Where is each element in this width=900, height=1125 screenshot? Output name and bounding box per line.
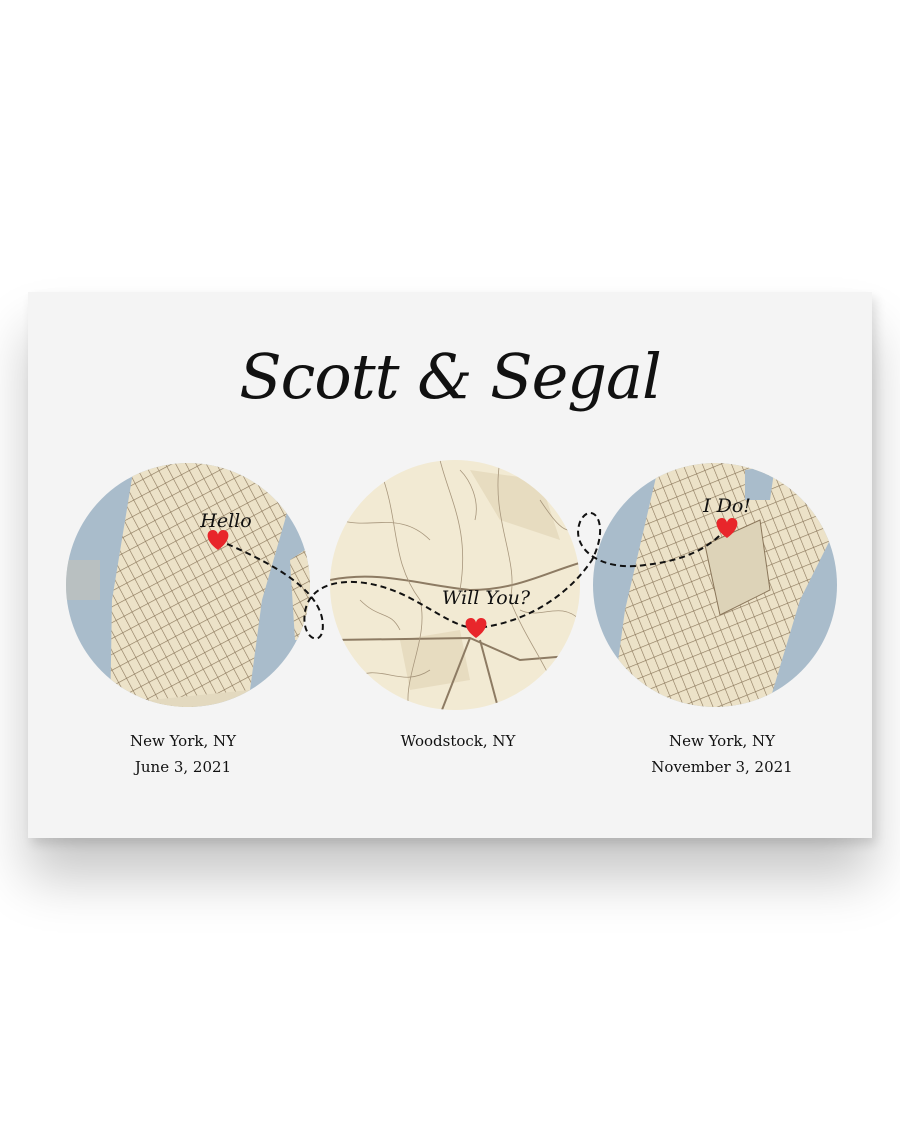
caption-i-do: I Do!: [702, 495, 751, 517]
date: November 3, 2021: [651, 758, 793, 776]
heart-icon: [465, 618, 487, 638]
caption-will-you: Will You?: [442, 587, 531, 609]
heart-icon: [716, 518, 738, 538]
location-label-3: New York, NY November 3, 2021: [612, 728, 832, 780]
location-label-2: Woodstock, NY: [348, 728, 568, 754]
location-label-1: New York, NY June 3, 2021: [73, 728, 293, 780]
caption-hello: Hello: [199, 510, 251, 532]
date: June 3, 2021: [134, 758, 232, 776]
map-woodstock: [330, 460, 580, 710]
city: New York, NY: [668, 732, 776, 750]
heart-icon: [207, 530, 229, 550]
city: New York, NY: [129, 732, 237, 750]
city: Woodstock, NY: [400, 732, 516, 750]
map-new-york-2: [593, 463, 837, 707]
poster-title: Scott & Segal: [239, 340, 662, 413]
map-new-york-1: [66, 463, 310, 707]
